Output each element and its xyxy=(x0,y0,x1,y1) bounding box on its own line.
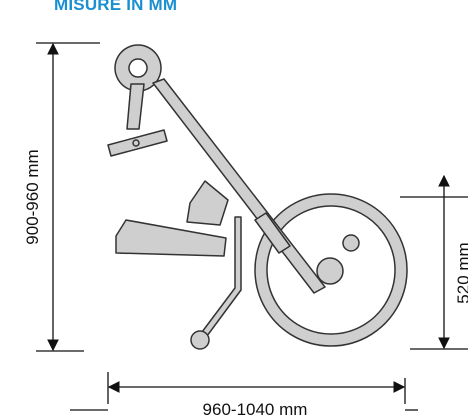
seat-cushion xyxy=(115,219,227,257)
fork-clamp xyxy=(254,212,291,254)
caster-wheel xyxy=(190,330,210,350)
length-label: 960-1040 mm xyxy=(203,400,308,419)
handle-grip-hole xyxy=(132,139,140,147)
measurements-title: MISURE IN MM xyxy=(54,0,178,14)
front-wheel xyxy=(254,193,408,347)
wheel-height-label: 520 mm xyxy=(454,242,468,303)
height-label: 900-960 mm xyxy=(23,149,42,244)
wheel-small-hub xyxy=(342,234,360,252)
handbike-illustration xyxy=(107,44,408,350)
wheel-hub xyxy=(316,257,344,285)
dimension-lines xyxy=(36,42,468,411)
seat-back xyxy=(186,180,229,226)
crank-arm xyxy=(126,83,145,130)
